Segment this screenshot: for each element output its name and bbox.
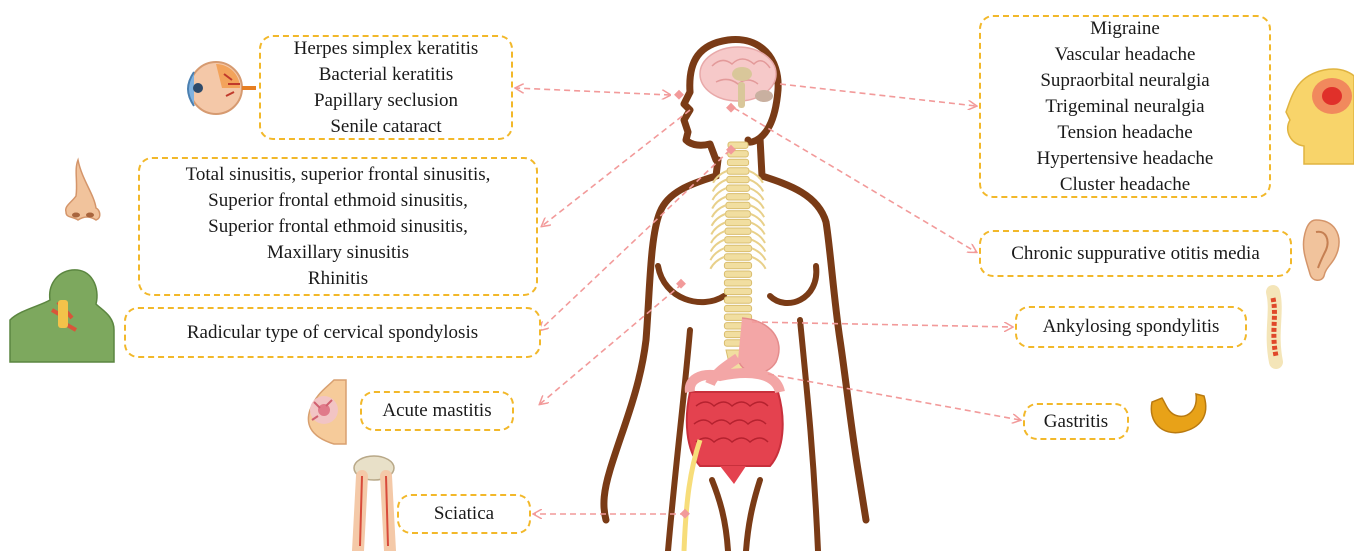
vertebra [726,194,750,200]
acute-mastitis-box: Acute mastitis [360,391,514,431]
condition-label: Supraorbital neuralgia [1040,68,1209,94]
arrow-mastitis [540,284,682,404]
nose-icon [66,160,100,220]
vertebra [725,237,752,243]
condition-label: Radicular type of cervical spondylosis [187,320,478,346]
vertebra [724,280,751,286]
condition-label: Rhinitis [308,266,368,292]
vertebra [727,168,749,174]
condition-label: Superior frontal ethmoid sinusitis, [208,214,468,240]
vertebra [727,159,748,165]
vertebra [724,271,751,277]
vertebra [727,176,749,182]
vertebra [724,297,751,303]
ankylosing-spondylitis-box: Ankylosing spondylitis [1015,306,1247,348]
vertebra [724,245,751,251]
eye-icon [188,62,256,114]
condition-label: Acute mastitis [382,398,491,424]
ear-icon [1303,220,1339,280]
condition-label: Ankylosing spondylitis [1043,314,1220,340]
spine-icon [1273,292,1276,362]
vertebra [725,219,750,225]
condition-label: Vascular headache [1055,42,1196,68]
vertebra [727,185,750,191]
sciatica-box: Sciatica [397,494,531,534]
vertebra [726,211,751,217]
condition-label: Trigeminal neuralgia [1045,94,1204,120]
sinus-diseases-box: Total sinusitis, superior frontal sinusi… [138,157,538,296]
condition-label: Total sinusitis, superior frontal sinusi… [186,162,491,188]
vertebra [725,228,751,234]
cervical-spondylosis-box: Radicular type of cervical spondylosis [124,307,541,358]
arrow-headache [780,84,976,106]
neck-icon [10,270,114,362]
arrow-spondylitis [752,322,1012,327]
condition-label: Papillary seclusion [314,88,458,114]
otitis-media-box: Chronic suppurative otitis media [979,230,1292,277]
arrow-eye [516,88,670,95]
vertebra [726,202,750,208]
head-pain-icon [1286,69,1354,164]
stomach-icon [1151,394,1205,433]
condition-label: Migraine [1090,16,1160,42]
vertebra [724,305,751,311]
legs-skeleton-icon [354,456,394,551]
condition-label: Superior frontal ethmoid sinusitis, [208,188,468,214]
vertebra [724,288,751,294]
gastritis-box: Gastritis [1023,403,1129,440]
condition-label: Chronic suppurative otitis media [1011,241,1260,267]
condition-label: Tension headache [1057,120,1192,146]
vertebra [724,262,751,268]
condition-label: Gastritis [1044,409,1108,435]
condition-label: Cluster headache [1060,172,1190,198]
condition-label: Hypertensive headache [1037,146,1214,172]
breast-icon [308,380,346,444]
condition-label: Herpes simplex keratitis [294,36,479,62]
brain [700,47,776,108]
condition-label: Sciatica [434,501,494,527]
condition-label: Bacterial keratitis [319,62,454,88]
condition-label: Maxillary sinusitis [267,240,409,266]
vertebra [724,254,751,260]
condition-label: Senile cataract [330,114,441,140]
